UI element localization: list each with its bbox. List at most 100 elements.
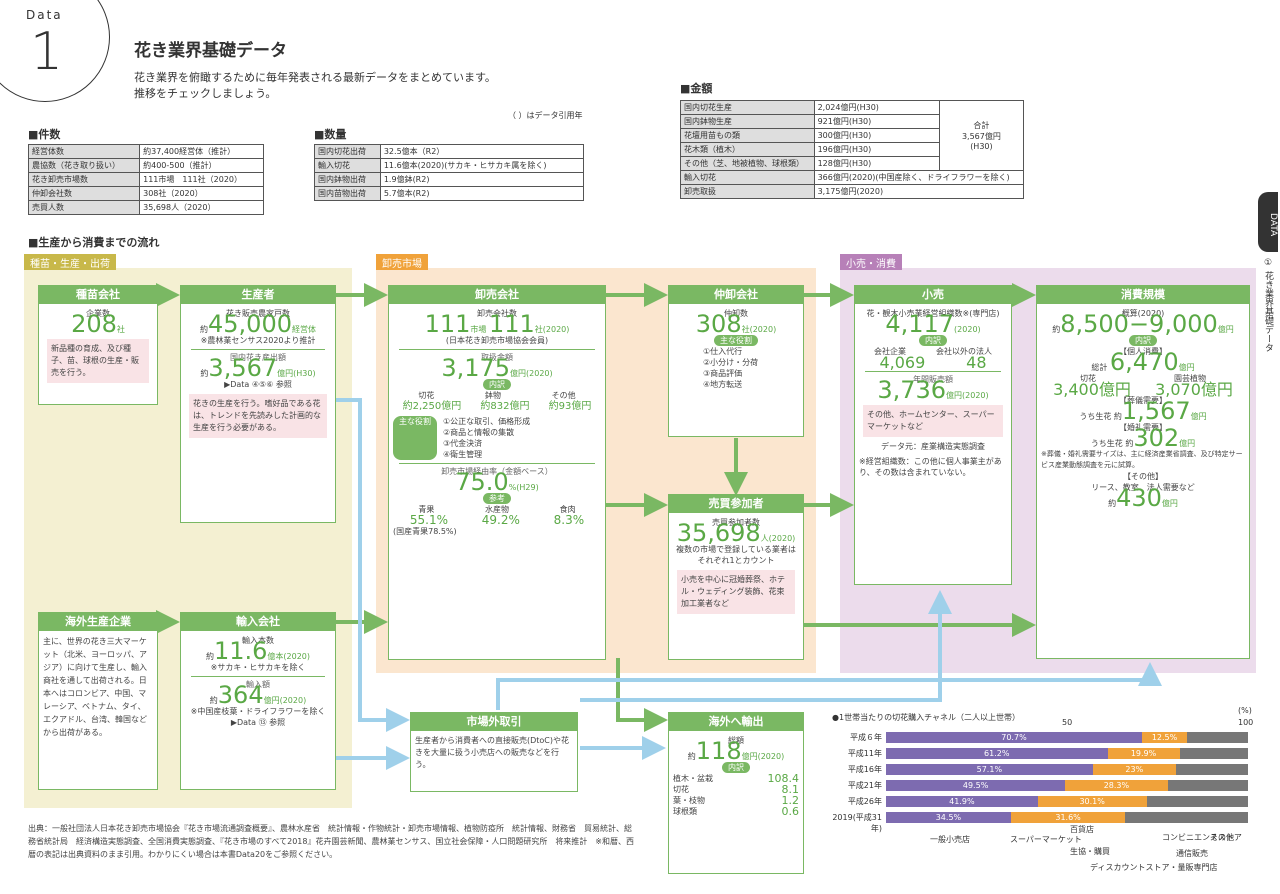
page-title: 花き業界基礎データ xyxy=(134,41,287,61)
row-label: 国内苗物出荷 xyxy=(314,186,381,201)
chart-unit: (%) xyxy=(1238,706,1252,715)
counts-table: 経営体数約37,400経営体（推計）農協数（花き取り扱い）約400-500（推計… xyxy=(27,144,264,215)
row-label: 国内鉢物生産 xyxy=(680,114,815,129)
row-label: 仲卸会社数 xyxy=(27,186,141,201)
box-importer: 輸入会社 輸入本数 約11.6億本(2020) ※サカキ・ヒサカキを除く 輸入額… xyxy=(180,612,336,790)
role-item: ④衛生管理 xyxy=(443,450,483,459)
chart-category-label: 平成６年 xyxy=(850,733,882,742)
box-consumption: 消費規模 概算(2020) 約8,500−9,000億円 内訳 【個人消費】 総… xyxy=(1036,285,1250,659)
box-off-market: 市場外取引 生産者から消費者への直接販売(DtoC)や花きを大量に扱う小売店への… xyxy=(410,712,578,792)
chart-legend-item: ディスカウントストア・量販専門店 xyxy=(1090,863,1218,872)
row-label: 国内切花生産 xyxy=(680,100,815,115)
chart-legend-item: 生協・購買 xyxy=(1070,847,1110,856)
citation-note: （ ）はデータ引用年 xyxy=(508,111,583,120)
chart-bar-row: 70.7%12.5% xyxy=(886,732,1248,743)
role-item: ②商品と情報の集散 xyxy=(443,428,515,437)
side-tab: DATA xyxy=(1258,192,1278,252)
chart-legend-item: スーパーマーケット xyxy=(1010,835,1082,844)
table-row: その他（芝、地被植物、球根類）128億円(H30) xyxy=(680,156,1024,171)
chart-bar-segment: 41.9% xyxy=(886,796,1038,807)
chart-bar-segment: 31.6% xyxy=(1010,812,1126,823)
row-label: 売買人数 xyxy=(27,200,141,215)
chart-title: ●1世帯当たりの切花購入チャネル（二人以上世帯） xyxy=(832,713,1020,722)
chart-category-label: 平成26年 xyxy=(847,797,882,806)
chart-category-label: 平成21年 xyxy=(847,781,882,790)
row-label: 経営体数 xyxy=(27,144,141,159)
chart-bar-segment: 23% xyxy=(1092,764,1176,775)
footer-sources: 出典：一般社団法人日本花き卸売市場協会『花き市場流通調査概要』、農林水産省 統計… xyxy=(28,824,635,859)
chart-bar-segment: 12.5% xyxy=(1141,732,1188,743)
chart-tick-50: 50 xyxy=(1062,718,1073,727)
chart-bar-row: 34.5%31.6% xyxy=(886,812,1248,823)
chart-legend-item: 一般小売店 xyxy=(930,835,970,844)
row-label: 国内切花出荷 xyxy=(314,144,381,159)
chart-category-label: 2019(平成31年) xyxy=(832,813,882,833)
box-retail: 小売 花・観木小売業経営組織数※(専門店) 4,117(2020) 内訳 会社企… xyxy=(854,285,1012,585)
counts-title: ■件数 xyxy=(28,128,61,141)
role-item: ②小分け・分荷 xyxy=(703,358,759,367)
table-row: 経営体数約37,400経営体（推計） xyxy=(27,144,264,159)
row-label: 卸売取扱 xyxy=(680,184,815,199)
role-item: ①仕入代行 xyxy=(703,347,743,356)
box-wholesaler: 卸売会社 卸売会社数 111市場 111社(2020) (日本花き卸売市場協会会… xyxy=(388,285,606,660)
chart-legend-item: 百貨店 xyxy=(1070,825,1094,834)
chart-legend-item: その他 xyxy=(1210,833,1234,842)
box-buyers: 売買参加者 売買参加者数 35,698人(2020) 複数の市場で登録している業… xyxy=(668,494,804,660)
chart-bar-segment: 34.5% xyxy=(886,812,1011,823)
chart-tick-100: 100 xyxy=(1238,718,1254,727)
data-number: 1 xyxy=(30,22,64,82)
flow-title: ■生産から消費までの流れ xyxy=(28,236,160,249)
table-row: 農協数（花き取り扱い）約400-500（推計） xyxy=(27,158,264,173)
side-text: ① 花き業界基礎データ xyxy=(1263,258,1273,352)
chart-bar-row: 49.5%28.3% xyxy=(886,780,1248,791)
stage-retail: 小売・消費 xyxy=(840,254,902,270)
row-value: 3,175億円(2020) xyxy=(813,184,1025,199)
box-overseas-producers: 海外生産企業 主に、世界の花き三大マーケット（北米、ヨーロッパ、アジア）に向けて… xyxy=(38,612,158,790)
role-item: ③代金決済 xyxy=(443,439,483,448)
role-item: ④地方転送 xyxy=(703,380,743,389)
chart-bar-segment: 30.1% xyxy=(1037,796,1147,807)
role-item: ③商品評価 xyxy=(703,369,743,378)
amount-title: ■金額 xyxy=(680,82,713,95)
intro-text: 花き業界を俯瞰するために毎年発表される最新データをまとめています。推移をチェック… xyxy=(134,71,496,100)
row-label: 花き卸売市場数 xyxy=(27,172,141,187)
quantity-title: ■数量 xyxy=(314,128,347,141)
chart-legend-item: コンビニエンスストア xyxy=(1162,833,1242,842)
chart-bar-row: 57.1%23% xyxy=(886,764,1248,775)
chart-category-label: 平成16年 xyxy=(847,765,882,774)
chart-bar-segment: 57.1% xyxy=(886,764,1093,775)
chart-bar-row: 61.2%19.9% xyxy=(886,748,1248,759)
chart-bar-row: 41.9%30.1% xyxy=(886,796,1248,807)
row-value: 35,698人（2020） xyxy=(139,200,264,215)
chart-bar-segment: 19.9% xyxy=(1107,748,1180,759)
chart-bar-segment: 49.5% xyxy=(886,780,1066,791)
chart-bar-segment: 70.7% xyxy=(886,732,1142,743)
row-label: その他（芝、地被植物、球根類） xyxy=(680,156,815,171)
chart-bar-segment: 28.3% xyxy=(1065,780,1168,791)
chart-bar-segment: 61.2% xyxy=(886,748,1108,759)
row-label: 輸入切花 xyxy=(314,158,381,173)
row-value: 5.7億本(R2) xyxy=(379,186,585,201)
role-item: ①公正な取引、価格形成 xyxy=(443,417,531,426)
chart-legend-item: 通信販売 xyxy=(1176,849,1208,858)
stage-production: 種苗・生産・出荷 xyxy=(24,254,116,270)
stage-wholesale: 卸売市場 xyxy=(376,254,428,270)
